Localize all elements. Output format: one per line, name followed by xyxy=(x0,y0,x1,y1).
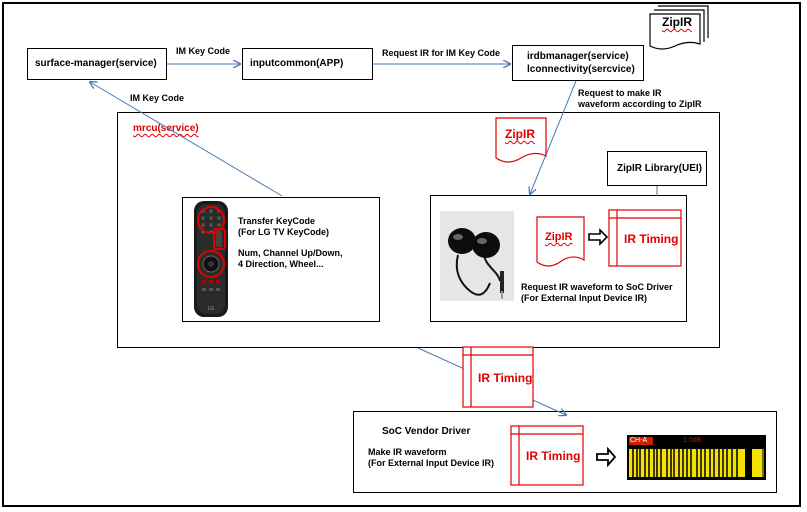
zipir-document-stack xyxy=(649,5,709,50)
lconnectivity-label: lconnectivity(sercvice) xyxy=(527,64,635,75)
zipir-doc-mrcu-label: ZipIR xyxy=(505,127,535,141)
flow-arrows xyxy=(90,64,658,415)
edge-label-request-make-ir-1: Request to make IR xyxy=(578,88,662,98)
request-ir-soc-text: Request IR waveform to SoC Driver xyxy=(521,282,673,292)
lg-tv-keycode-text: (For LG TV KeyCode) xyxy=(238,227,330,237)
ir-timing-box-soc xyxy=(510,425,584,486)
mrcu-label: mrcu(service) xyxy=(133,123,199,134)
zipir-doc-top-label: ZipIR xyxy=(662,15,692,29)
transfer-keycode-text: Transfer KeyCode xyxy=(238,216,316,226)
waveform-image: CH-A 1.0dB xyxy=(627,435,766,480)
zipir-library-label: ZipIR Library(UEI) xyxy=(617,163,703,174)
direction-wheel-text: 4 Direction, Wheel... xyxy=(238,259,324,269)
irdbmanager-box: irdbmanager(service) lconnectivity(sercv… xyxy=(512,45,644,81)
edge-label-request-ir: Request IR for IM Key Code xyxy=(382,48,501,58)
ir-timing-mid-label: IR Timing xyxy=(478,371,533,385)
arrow-remote-to-surface xyxy=(90,82,283,197)
right-arrow-icon xyxy=(596,446,617,468)
right-arrow-icon xyxy=(588,228,609,246)
ir-timing-inner-label: IR Timing xyxy=(624,232,679,246)
zipir-doc-inner-label: ZipIR xyxy=(545,231,573,243)
inputcommon-box: inputcommon(APP) xyxy=(242,48,373,80)
edge-label-request-make-ir-2: waveform according to ZipIR xyxy=(578,99,702,109)
num-channel-text: Num, Channel Up/Down, xyxy=(238,248,343,258)
ir-timing-soc-label: IR Timing xyxy=(526,449,581,463)
diagram-frame xyxy=(2,2,801,507)
surface-manager-label: surface-manager(service) xyxy=(35,58,157,69)
earphones-image xyxy=(440,211,514,301)
soc-external-input-text: (For External Input Device IR) xyxy=(368,458,495,468)
zipir-library-box: ZipIR Library(UEI) xyxy=(607,151,707,186)
soc-vendor-driver-label: SoC Vendor Driver xyxy=(382,426,471,437)
waveform-mid-tag: 1.0dB xyxy=(683,437,702,444)
ir-timing-box-mid xyxy=(462,346,534,408)
remote-control-image: LG xyxy=(194,201,228,317)
inputcommon-label: inputcommon(APP) xyxy=(250,58,344,69)
ir-timing-box-inner xyxy=(608,209,682,267)
edge-label-im-key-code-1: IM Key Code xyxy=(176,46,231,56)
edge-label-im-key-code-2: IM Key Code xyxy=(130,93,185,103)
zipir-document-mrcu xyxy=(495,117,547,163)
external-input-text: (For External Input Device IR) xyxy=(521,293,648,303)
arrow-irdb-to-earphone xyxy=(530,80,577,194)
svg-text:LG: LG xyxy=(208,306,215,312)
make-ir-waveform-text: Make IR waveform xyxy=(368,447,447,457)
zipir-document-inner xyxy=(536,216,585,267)
waveform-left-tag: CH-A xyxy=(630,437,648,444)
irdbmanager-label: irdbmanager(service) xyxy=(527,51,629,62)
surface-manager-box: surface-manager(service) xyxy=(27,48,167,80)
